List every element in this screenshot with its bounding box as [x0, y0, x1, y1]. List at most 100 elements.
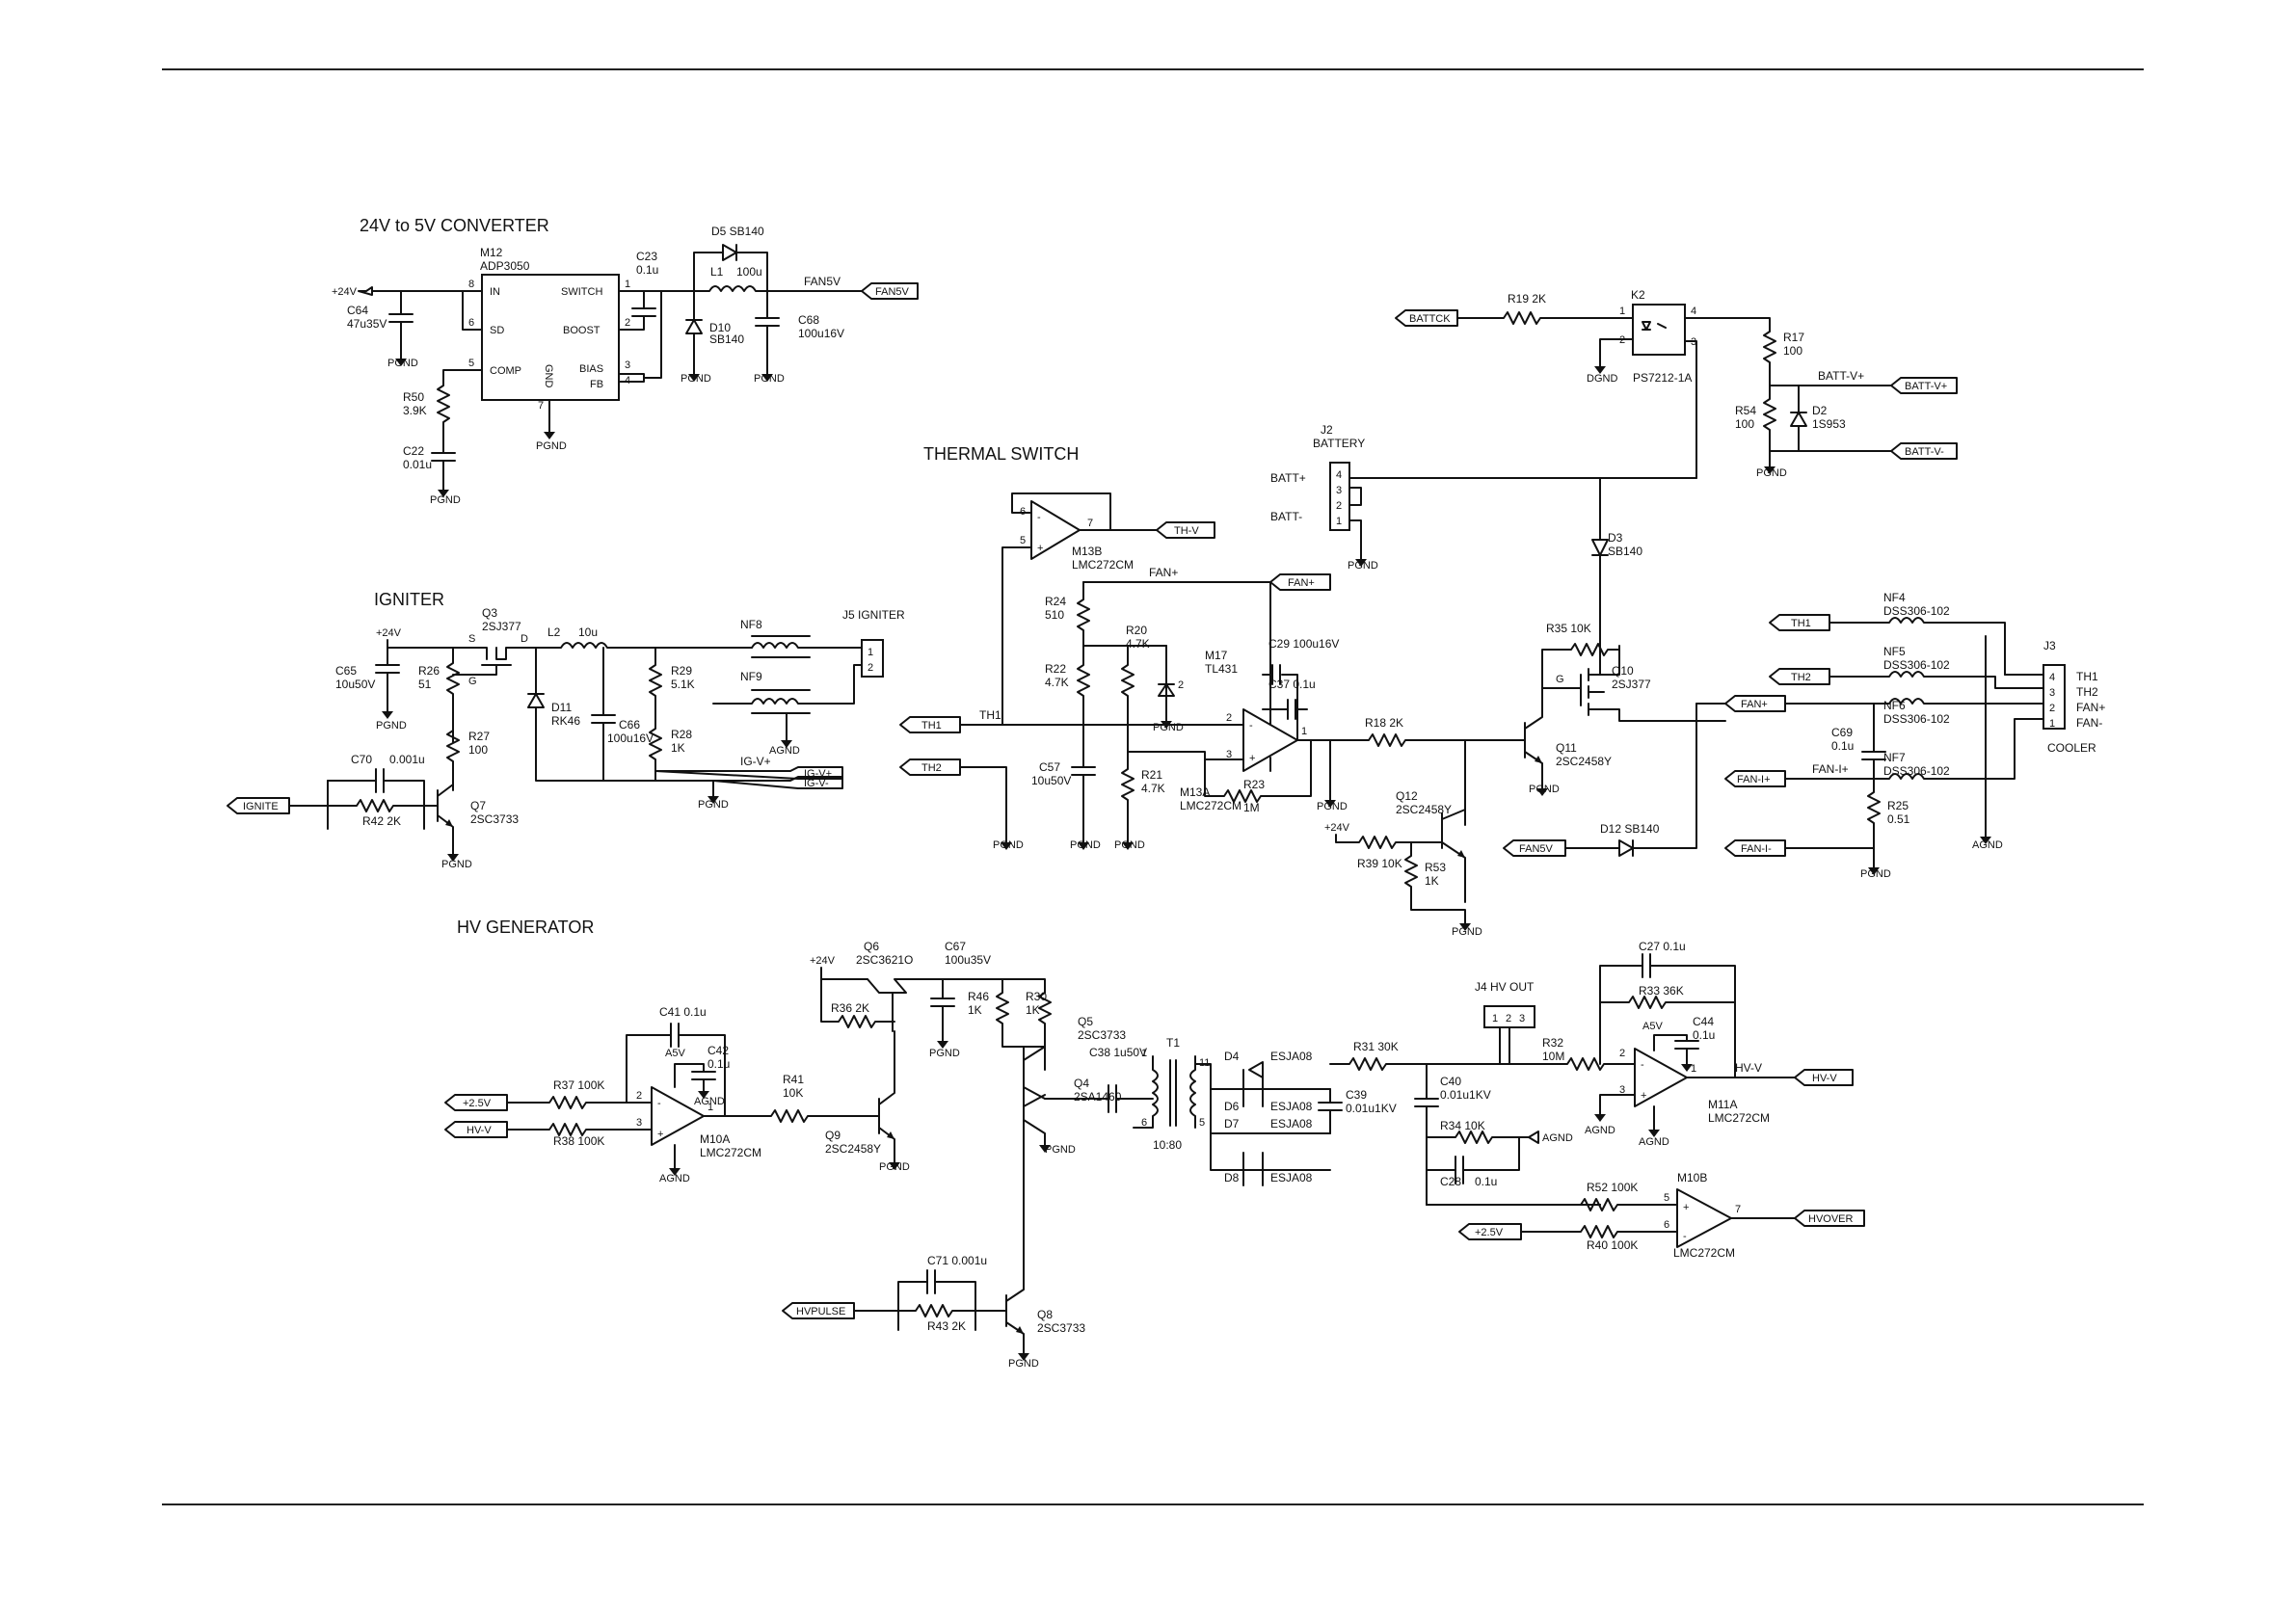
svg-text:PGND: PGND — [1045, 1144, 1076, 1156]
svg-text:C37 0.1u: C37 0.1u — [1268, 678, 1316, 691]
svg-text:FAN+: FAN+ — [2076, 701, 2105, 714]
svg-text:LMC272CM: LMC272CM — [1180, 799, 1241, 812]
svg-text:+24V: +24V — [332, 286, 358, 298]
th1-cooler-port: TH1 — [1791, 618, 1811, 629]
svg-text:+: + — [1683, 1202, 1689, 1213]
svg-text:R32: R32 — [1542, 1036, 1563, 1050]
svg-text:R52 100K: R52 100K — [1587, 1181, 1638, 1194]
igniter-block: +24V PGND C65 10u50V R26 51 Q3 2SJ377 S … — [227, 606, 905, 870]
svg-text:D11: D11 — [551, 701, 572, 714]
svg-text:+24V: +24V — [376, 627, 402, 639]
svg-text:100u35V: 100u35V — [945, 953, 991, 967]
svg-text:5: 5 — [1020, 535, 1026, 546]
hvover-port: HVOVER — [1808, 1213, 1854, 1225]
fan5v-port: FAN5V — [875, 286, 910, 298]
svg-text:IN: IN — [490, 286, 500, 298]
svg-text:-: - — [1249, 720, 1253, 732]
svg-text:Q5: Q5 — [1078, 1015, 1093, 1028]
svg-text:C42: C42 — [707, 1044, 729, 1057]
svg-text:SWITCH: SWITCH — [561, 286, 602, 298]
svg-text:1K: 1K — [968, 1003, 982, 1017]
svg-text:1: 1 — [2049, 718, 2055, 730]
svg-text:PGND: PGND — [536, 440, 567, 452]
svg-text:M13A: M13A — [1180, 785, 1210, 799]
svg-text:3: 3 — [1619, 1084, 1625, 1096]
svg-text:1: 1 — [1141, 1048, 1147, 1059]
svg-text:R18 2K: R18 2K — [1365, 716, 1403, 730]
ignite-port: IGNITE — [243, 801, 279, 812]
svg-text:FAN5V: FAN5V — [804, 275, 841, 288]
svg-text:+: + — [1249, 753, 1255, 764]
svg-text:4.7K: 4.7K — [1045, 676, 1069, 689]
svg-text:L2: L2 — [547, 625, 561, 639]
hvpulse-port: HVPULSE — [796, 1306, 845, 1317]
th1-port: TH1 — [921, 720, 942, 732]
svg-text:COOLER: COOLER — [2047, 741, 2096, 755]
svg-text:Q8: Q8 — [1037, 1308, 1053, 1321]
th2-cooler-port: TH2 — [1791, 672, 1811, 683]
svg-text:FB: FB — [590, 379, 603, 390]
j2-connector — [1329, 462, 1350, 531]
svg-text:R27: R27 — [468, 730, 490, 743]
svg-text:LMC272CM: LMC272CM — [1072, 558, 1134, 572]
battv-plus-port: BATT-V+ — [1905, 381, 1947, 392]
svg-text:100u16V: 100u16V — [798, 327, 844, 340]
svg-text:2SC2458Y: 2SC2458Y — [825, 1142, 881, 1156]
svg-text:0.001u: 0.001u — [389, 753, 425, 766]
svg-text:1M: 1M — [1243, 801, 1260, 814]
svg-text:NF7: NF7 — [1883, 751, 1906, 764]
svg-text:R38 100K: R38 100K — [553, 1134, 604, 1148]
svg-text:L1: L1 — [710, 265, 724, 279]
svg-text:Q10: Q10 — [1612, 664, 1634, 678]
svg-text:R41: R41 — [783, 1073, 804, 1086]
svg-text:0.1u: 0.1u — [1831, 739, 1854, 753]
th2-port: TH2 — [921, 762, 942, 774]
thermal-switch-block: - + 6 5 7 M13B LMC272CM TH-V FAN+ FAN+ R… — [899, 492, 1726, 938]
svg-text:2SJ377: 2SJ377 — [482, 620, 521, 633]
svg-text:C66: C66 — [619, 718, 640, 732]
svg-text:SB140: SB140 — [1608, 545, 1642, 558]
m10a-opamp — [651, 1086, 705, 1146]
fan-i-minus-port: FAN-I- — [1741, 843, 1772, 855]
svg-text:M11A: M11A — [1708, 1098, 1737, 1111]
svg-text:100u16V: 100u16V — [607, 732, 654, 745]
svg-text:C41 0.1u: C41 0.1u — [659, 1005, 707, 1019]
svg-text:C65: C65 — [335, 664, 357, 678]
svg-text:2SC3733: 2SC3733 — [1037, 1321, 1085, 1335]
cooler-block: TH1 TH2 FAN+ FAN-I+ FAN-I- NF4 DSS306-10… — [1695, 591, 2105, 880]
svg-text:DSS306-102: DSS306-102 — [1883, 712, 1950, 726]
svg-text:C22: C22 — [403, 444, 424, 458]
svg-text:3.9K: 3.9K — [403, 404, 427, 417]
svg-text:Q6: Q6 — [864, 940, 879, 953]
svg-text:PGND: PGND — [754, 373, 785, 385]
svg-text:D4: D4 — [1224, 1050, 1240, 1063]
svg-text:Q9: Q9 — [825, 1129, 841, 1142]
svg-text:PGND: PGND — [1070, 839, 1101, 851]
svg-text:AGND: AGND — [1972, 839, 2003, 851]
svg-text:10:80: 10:80 — [1153, 1138, 1182, 1152]
svg-text:-: - — [657, 1098, 661, 1109]
svg-text:J3: J3 — [2043, 639, 2056, 652]
svg-text:R21: R21 — [1141, 768, 1162, 782]
svg-text:1: 1 — [625, 279, 630, 290]
svg-text:2SA1460: 2SA1460 — [1074, 1090, 1122, 1104]
svg-text:SB140: SB140 — [709, 333, 744, 346]
k2-relay — [1632, 304, 1686, 356]
svg-text:TH2: TH2 — [2076, 685, 2098, 699]
igv-minus-port: IG-V- — [804, 778, 829, 789]
svg-text:10u50V: 10u50V — [1031, 774, 1071, 787]
svg-text:0.01u1KV: 0.01u1KV — [1346, 1102, 1397, 1115]
svg-text:5: 5 — [1199, 1117, 1205, 1129]
svg-text:LMC272CM: LMC272CM — [700, 1146, 761, 1159]
svg-text:7: 7 — [1735, 1204, 1741, 1215]
svg-text:PS7212-1A: PS7212-1A — [1633, 371, 1692, 385]
svg-text:-: - — [1641, 1059, 1644, 1071]
svg-text:1: 1 — [1492, 1013, 1498, 1024]
svg-text:DSS306-102: DSS306-102 — [1883, 764, 1950, 778]
svg-text:6: 6 — [1141, 1117, 1147, 1129]
svg-text:7: 7 — [1087, 518, 1093, 529]
svg-text:0.1u: 0.1u — [1693, 1028, 1715, 1042]
svg-text:Q11: Q11 — [1556, 741, 1577, 755]
svg-text:R42 2K: R42 2K — [362, 814, 401, 828]
svg-text:1S953: 1S953 — [1812, 417, 1846, 431]
